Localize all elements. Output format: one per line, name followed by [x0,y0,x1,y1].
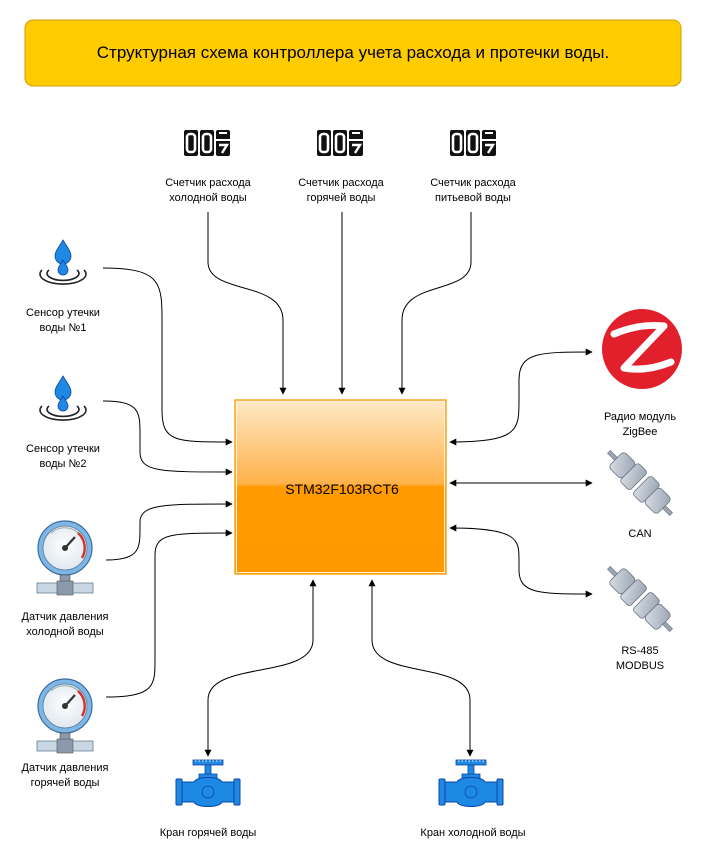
pressure-cold-line1: Датчик давления [22,611,109,623]
meter-cold: Счетчик расхода холодной воды [165,128,252,204]
valve-cold: Кран холодной воды [420,759,526,839]
pressure-cold-line2: холодной воды [26,626,103,638]
meter-drinking-line2: питьевой воды [435,192,511,204]
counter-icon [182,128,232,158]
valve-hot: Кран горячей воды [160,759,257,839]
meter-hot-line2: горячей воды [307,192,376,204]
meter-hot-line1: Счетчик расхода [298,177,384,189]
zigbee-module: Радио модуль ZigBee [602,309,682,438]
meter-hot: Счетчик расхода горячей воды [298,128,385,204]
valve-icon [175,759,241,807]
leak-sensor-2: Сенсор утечки воды №2 [26,375,100,470]
valve-cold-label: Кран холодной воды [420,827,525,839]
valve-hot-label: Кран горячей воды [160,827,257,839]
pressure-sensor-cold: Датчик давления холодной воды [22,519,109,638]
connections [102,212,593,757]
leak-sensor-2-line1: Сенсор утечки [26,443,100,455]
leak-sensor-2-line2: воды №2 [40,458,87,470]
can-label: CAN [628,528,651,540]
rs485-interface: RS-485 MODBUS [599,558,681,672]
meter-drinking: Счетчик расхода питьевой воды [430,128,517,204]
meter-drinking-line1: Счетчик расхода [430,177,516,189]
connector-icon [599,442,681,524]
water-drop-icon [39,239,87,285]
pressure-gauge-icon [35,519,95,597]
title-banner [24,19,682,87]
rs485-line1: RS-485 [621,645,658,657]
leak-sensor-1: Сенсор утечки воды №1 [26,239,100,334]
water-drop-icon [39,375,87,421]
valve-icon [438,759,504,807]
pressure-hot-line2: горячей воды [31,777,100,789]
meter-cold-line2: холодной воды [169,192,246,204]
zigbee-line2: ZigBee [623,426,658,438]
rs485-line2: MODBUS [616,660,664,672]
meter-cold-line1: Счетчик расхода [165,177,251,189]
zigbee-logo-icon [602,309,682,389]
leak-sensor-1-line2: воды №1 [40,322,87,334]
pressure-sensor-hot: Датчик давления горячей воды [22,677,109,789]
can-interface: CAN [599,442,681,540]
pressure-hot-line1: Датчик давления [22,762,109,774]
zigbee-line1: Радио модуль [604,411,676,423]
counter-icon [315,128,365,158]
connector-icon [599,558,681,640]
mcu-block: STM32F103RCT6 [234,399,447,575]
diagram-title: Структурная схема контроллера учета расх… [97,43,609,62]
pressure-gauge-icon [35,677,95,755]
counter-icon [448,128,498,158]
leak-sensor-1-line1: Сенсор утечки [26,307,100,319]
mcu-label: STM32F103RCT6 [285,481,399,497]
